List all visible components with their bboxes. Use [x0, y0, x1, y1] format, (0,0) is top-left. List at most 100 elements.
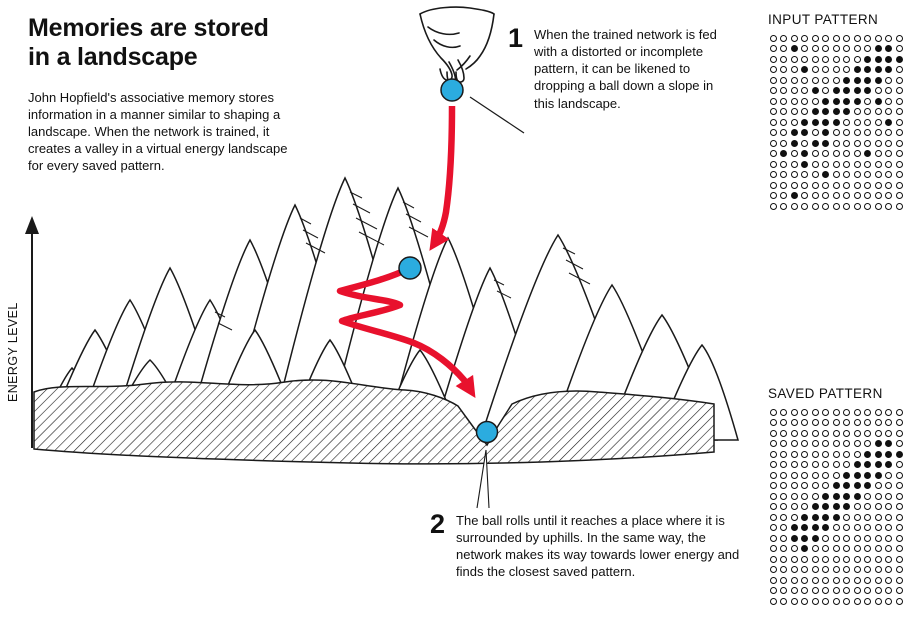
pattern-dot-empty	[790, 66, 798, 74]
pattern-dot-empty	[801, 139, 809, 147]
pattern-dot-empty	[822, 471, 830, 479]
pattern-dot-empty	[843, 202, 851, 210]
leader-line-step2	[476, 449, 490, 509]
pattern-dot-empty	[843, 66, 851, 74]
pattern-dot-empty	[769, 66, 777, 74]
pattern-dot-empty	[780, 566, 788, 574]
pattern-dot-filled	[832, 87, 840, 95]
pattern-dot-empty	[769, 429, 777, 437]
pattern-dot-empty	[853, 419, 861, 427]
pattern-dot-filled	[790, 129, 798, 137]
pattern-dot-filled	[853, 482, 861, 490]
pattern-dot-filled	[811, 524, 819, 532]
pattern-dot-empty	[790, 450, 798, 458]
pattern-dot-empty	[843, 587, 851, 595]
page-title: Memories are stored in a landscape	[28, 14, 269, 71]
pattern-dot-empty	[801, 55, 809, 63]
pattern-dot-filled	[811, 108, 819, 116]
pattern-dot-empty	[769, 76, 777, 84]
pattern-dot-filled	[864, 471, 872, 479]
pattern-dot-empty	[811, 97, 819, 105]
axis-arrow-icon	[25, 216, 39, 234]
pattern-dot-empty	[811, 450, 819, 458]
pattern-dot-empty	[811, 597, 819, 605]
pattern-dot-empty	[811, 202, 819, 210]
pattern-dot-empty	[822, 150, 830, 158]
pattern-dot-empty	[801, 471, 809, 479]
pattern-dot-filled	[811, 118, 819, 126]
pattern-dot-empty	[811, 192, 819, 200]
pattern-dot-empty	[874, 419, 882, 427]
pattern-dot-empty	[874, 524, 882, 532]
pattern-dot-empty	[864, 513, 872, 521]
pattern-dot-filled	[790, 524, 798, 532]
pattern-dot-filled	[811, 139, 819, 147]
pattern-dot-empty	[885, 97, 893, 105]
pattern-dot-empty	[769, 192, 777, 200]
pattern-dot-empty	[843, 181, 851, 189]
pattern-dot-empty	[864, 492, 872, 500]
pattern-dot-empty	[780, 576, 788, 584]
pattern-dot-filled	[874, 461, 882, 469]
pattern-dot-empty	[769, 597, 777, 605]
pattern-dot-empty	[864, 524, 872, 532]
pattern-dot-empty	[864, 534, 872, 542]
pattern-dot-empty	[780, 440, 788, 448]
pattern-dot-empty	[811, 482, 819, 490]
pattern-dot-empty	[790, 545, 798, 553]
pattern-dot-empty	[780, 202, 788, 210]
pattern-dot-empty	[832, 66, 840, 74]
pattern-dot-filled	[843, 97, 851, 105]
pattern-dot-empty	[895, 202, 903, 210]
pattern-dot-filled	[885, 118, 893, 126]
pattern-dot-empty	[780, 139, 788, 147]
pattern-dot-empty	[895, 139, 903, 147]
pattern-dot-empty	[843, 118, 851, 126]
pattern-dot-empty	[790, 576, 798, 584]
pattern-dot-filled	[885, 45, 893, 53]
pattern-dot-empty	[780, 450, 788, 458]
pattern-dot-filled	[790, 45, 798, 53]
pattern-dot-empty	[769, 202, 777, 210]
pattern-dot-empty	[853, 524, 861, 532]
pattern-dot-filled	[832, 97, 840, 105]
pattern-dot-empty	[790, 597, 798, 605]
pattern-dot-empty	[769, 34, 777, 42]
pattern-dot-empty	[780, 160, 788, 168]
pattern-dot-empty	[822, 87, 830, 95]
pattern-dot-filled	[853, 66, 861, 74]
annotation-step-2: 2 The ball rolls until it reaches a plac…	[430, 511, 740, 581]
pattern-dot-filled	[790, 534, 798, 542]
pattern-dot-empty	[895, 181, 903, 189]
pattern-dot-empty	[885, 171, 893, 179]
pattern-dot-empty	[790, 76, 798, 84]
pattern-dot-filled	[811, 503, 819, 511]
pattern-dot-filled	[822, 171, 830, 179]
pattern-dot-empty	[822, 419, 830, 427]
pattern-dot-filled	[864, 76, 872, 84]
pattern-dot-empty	[832, 555, 840, 563]
pattern-dot-empty	[769, 534, 777, 542]
pattern-dot-empty	[853, 202, 861, 210]
pattern-dot-empty	[780, 419, 788, 427]
pattern-dot-empty	[832, 576, 840, 584]
saved-pattern-grid	[768, 407, 905, 607]
pattern-dot-empty	[769, 181, 777, 189]
pattern-dot-empty	[874, 34, 882, 42]
pattern-dot-empty	[790, 171, 798, 179]
pattern-dot-empty	[853, 566, 861, 574]
pattern-dot-empty	[780, 76, 788, 84]
pattern-dot-empty	[801, 192, 809, 200]
pattern-dot-filled	[843, 492, 851, 500]
pattern-dot-empty	[811, 160, 819, 168]
pattern-dot-empty	[895, 150, 903, 158]
pattern-dot-empty	[790, 34, 798, 42]
pattern-dot-empty	[780, 524, 788, 532]
pattern-dot-empty	[864, 555, 872, 563]
pattern-dot-empty	[780, 555, 788, 563]
pattern-dot-empty	[874, 587, 882, 595]
pattern-dot-empty	[895, 171, 903, 179]
hand-illustration	[419, 6, 495, 85]
pattern-dot-empty	[822, 534, 830, 542]
pattern-dot-empty	[864, 171, 872, 179]
